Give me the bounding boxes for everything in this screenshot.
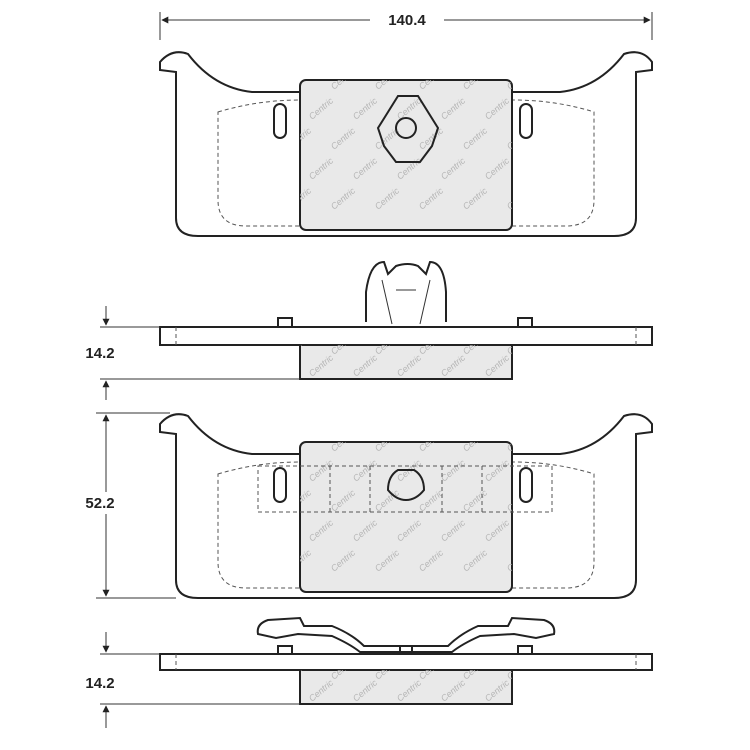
abutment-left-top [277, 317, 293, 328]
abutment-center-bottom [399, 645, 413, 655]
abutment-right-top [517, 317, 533, 328]
friction-material-bottom [299, 441, 513, 593]
thickness-label-top: 14.2 [85, 345, 114, 362]
clip-outline-dashes [257, 465, 553, 513]
friction-material [299, 79, 513, 231]
overall-width-label: 140.4 [388, 12, 426, 29]
slot-right-top [519, 103, 533, 139]
thickness-dimension-top: 14.2 [85, 306, 300, 400]
backing-plate-side-bottom [159, 653, 653, 671]
pad-side-view-top: CentricCentricCentricCentricCentricCentr… [159, 260, 653, 380]
backing-plate-outline-top [159, 51, 653, 237]
spring-clip-side-bottom [256, 616, 556, 653]
friction-edge-top [299, 344, 513, 380]
watermark-logo: Centric [505, 427, 534, 453]
height-dimension: 52.2 [85, 412, 176, 599]
backing-plate-outline-bottom [159, 413, 653, 599]
slot-left-bottom [273, 467, 287, 503]
spring-clip-detail-top [381, 279, 431, 325]
thickness-label-bottom: 14.2 [85, 675, 114, 692]
spring-clip-top [376, 95, 440, 163]
watermark-logo: Centric [505, 655, 534, 681]
backing-plate-inner-dashes-bottom [217, 461, 595, 589]
pad-side-view-bottom: CentricCentricCentricCentricCentricCentr… [159, 616, 653, 705]
spring-clip-side-top [365, 260, 447, 322]
abutment-right-bottom [517, 645, 533, 655]
pad-height-label: 52.2 [85, 495, 114, 512]
clip-hole-top [395, 117, 417, 139]
backing-plate-inner-dashes [217, 99, 595, 227]
width-dimension: 140.4 [159, 12, 653, 40]
watermark-logo: Centric [505, 65, 534, 91]
side-dashes-bottom [175, 654, 637, 670]
abutment-left-bottom [277, 645, 293, 655]
slot-right-bottom [519, 467, 533, 503]
clip-hole-bottom [386, 469, 426, 502]
thickness-dimension-bottom: 14.2 [85, 632, 300, 728]
slot-left-top [273, 103, 287, 139]
side-dashes-top [175, 327, 637, 345]
backing-plate-side-top [159, 326, 653, 346]
watermark-logo: Centric [505, 330, 534, 356]
friction-edge-bottom [299, 669, 513, 705]
